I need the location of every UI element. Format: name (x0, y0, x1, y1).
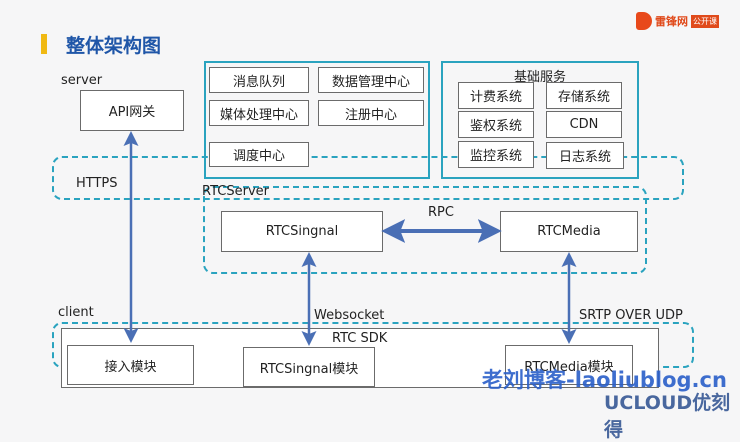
base-service-box: 鉴权系统 (458, 111, 534, 138)
title-accent-bar (41, 34, 47, 54)
core-service-box: 数据管理中心 (318, 67, 424, 93)
rtcserver-zone (203, 186, 647, 274)
watermark-blog: 老刘博客-laoliublog.cn (482, 368, 727, 392)
watermark-brand: UCLOUD优刻得 (604, 392, 731, 441)
base-service-box: 日志系统 (546, 142, 624, 169)
client-module-box: 接入模块 (67, 345, 194, 385)
client-module-box: RTCSingnal模块 (243, 347, 375, 387)
connection-arrows (123, 131, 577, 346)
base-service-box: 存储系统 (546, 82, 622, 109)
client-label: client (58, 305, 94, 320)
core-service-box: 消息队列 (209, 67, 309, 93)
base-services-group (441, 61, 639, 179)
rtcserver-label: RTCServer (202, 184, 269, 199)
server-label: server (61, 73, 103, 88)
logo-name: 雷锋网 (655, 15, 688, 28)
core-service-box: 调度中心 (209, 142, 309, 167)
rpc-label: RPC (428, 205, 454, 220)
rtcmedia-box: RTCMedia (500, 211, 638, 252)
rtcsignal-box: RTCSingnal (221, 211, 383, 252)
logo-badge: 公开课 (691, 14, 719, 28)
base-service-box: 计费系统 (458, 82, 534, 109)
logo: 雷锋网 公开课 (636, 12, 719, 30)
base-services-title: 基础服务 (514, 70, 567, 85)
leiphone-logo-icon (636, 12, 652, 30)
https-label: HTTPS (76, 176, 118, 191)
page-title: 整体架构图 (66, 35, 162, 57)
srtp-label: SRTP OVER UDP (579, 308, 683, 323)
websocket-label: Websocket (314, 308, 385, 323)
https-zone (52, 156, 684, 200)
rtc-sdk-label: RTC SDK (332, 331, 388, 346)
core-service-box: 媒体处理中心 (209, 100, 309, 126)
core-services-group (204, 61, 430, 179)
base-service-box: 监控系统 (458, 141, 534, 168)
base-service-box: CDN (546, 111, 622, 138)
client-module-box: RTCMedia模块 (505, 345, 633, 385)
api-gateway-box: API网关 (80, 90, 184, 131)
core-service-box: 注册中心 (318, 100, 424, 126)
